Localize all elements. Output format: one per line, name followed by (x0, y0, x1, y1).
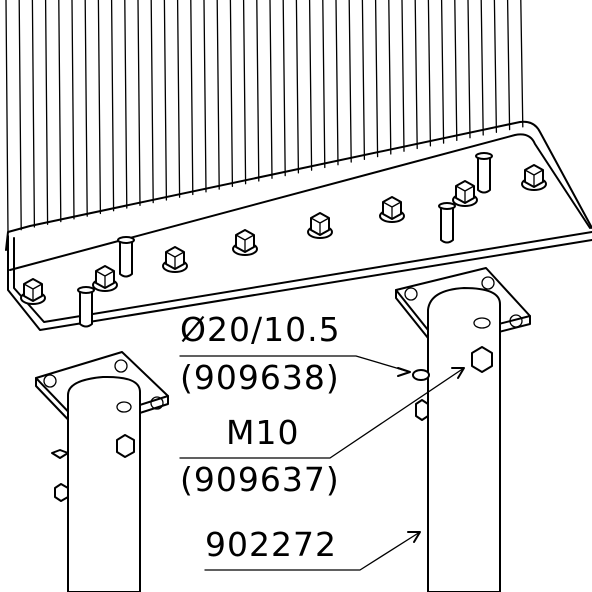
nut-part-number: (909637) (180, 460, 340, 499)
flange-nut-icon (232, 229, 258, 256)
flange-nut-icon (20, 278, 46, 305)
frame-plate (5, 120, 592, 331)
nut-size-label: M10 (226, 413, 300, 452)
flange-nut-icon (379, 196, 405, 223)
leader-lines (179, 355, 465, 571)
flange-nut-icon (162, 246, 188, 273)
flange-nut-icon (521, 164, 547, 191)
left-leg (35, 351, 169, 592)
washer-part-number: (909638) (180, 358, 340, 397)
rivet-pin-icon (77, 286, 95, 328)
rivet-pin-icon (117, 236, 135, 278)
right-leg (395, 267, 531, 592)
flange-nut-icon (307, 212, 333, 239)
plate-nuts (20, 164, 547, 305)
flange-nut-icon (92, 265, 118, 292)
frame-slats (5, 0, 524, 234)
flange-nut-icon (452, 180, 478, 207)
washer-size-label: Ø20/10.5 (180, 310, 341, 349)
rivet-pins (77, 152, 493, 328)
leg-part-number: 902272 (205, 525, 337, 564)
rivet-pin-icon (438, 202, 456, 244)
rivet-pin-icon (475, 152, 493, 194)
